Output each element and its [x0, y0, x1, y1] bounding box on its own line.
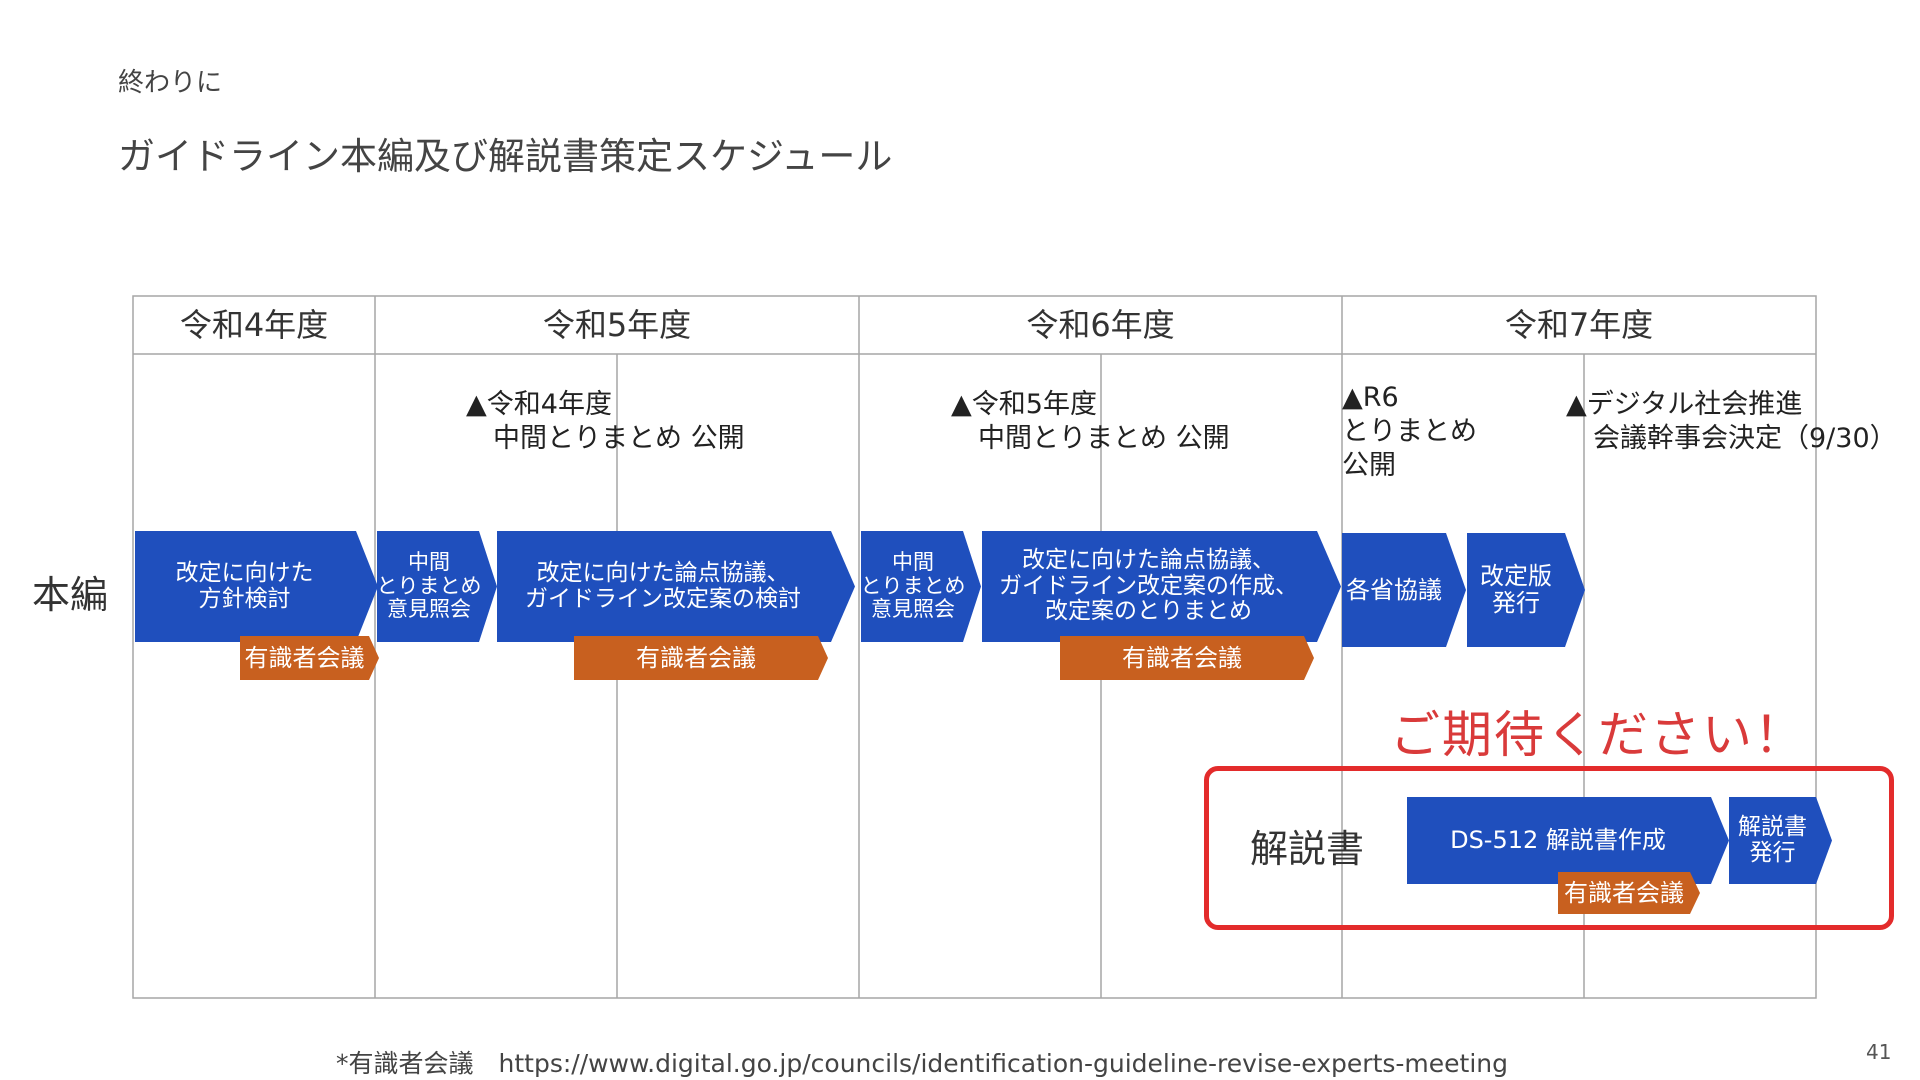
section-label: 終わりに [118, 68, 223, 98]
task-commentary-release: 解説書発行 [1729, 797, 1832, 884]
year-header-r6: 令和6年度 [1026, 306, 1175, 344]
slide-title: ガイドライン本編及び解説書策定スケジュール [118, 135, 893, 178]
year-header-r5: 令和5年度 [542, 306, 692, 344]
row-label-kaisetsu: 解説書 [1250, 827, 1365, 871]
experts-meeting-bar-r5: 有識者会議 [574, 636, 828, 680]
task-policy-review: 改定に向けた方針検討 [135, 531, 378, 642]
task-issues-discussion-r5: 改定に向けた論点協議、ガイドライン改定案の検討 [497, 531, 855, 642]
grid-frame [132, 295, 1817, 999]
milestone-digital-council: ▲デジタル社会推進 会議幹事会決定（9/30） [1566, 389, 1897, 454]
milestone-r4-interim: ▲令和4年度 中間とりまとめ 公開 [466, 389, 745, 454]
milestone-r6-summary: ▲R6 とりまとめ 公開 [1342, 382, 1477, 481]
experts-meeting-bar-r6: 有識者会議 [1060, 636, 1314, 680]
commentary-highlight-box [1204, 766, 1894, 930]
task-interim-consultation-r6: 中間とりまとめ意見照会 [861, 531, 981, 642]
task-ministry-consultation: 各省協議 [1342, 533, 1466, 647]
task-revised-edition-release: 改定版発行 [1467, 533, 1585, 647]
experts-meeting-bar-r4: 有識者会議 [240, 636, 379, 680]
row-label-honpen: 本編 [32, 573, 109, 617]
year-header-r4: 令和4年度 [179, 306, 329, 344]
page-number: 41 [1866, 1040, 1892, 1064]
milestone-r5-interim: ▲令和5年度 中間とりまとめ 公開 [951, 389, 1230, 454]
footnote-experts-meeting-url: *有識者会議 https://www.digital.go.jp/council… [336, 1049, 1508, 1078]
year-header-r7: 令和7年度 [1504, 306, 1654, 344]
task-ds512-commentary: DS-512 解説書作成 [1407, 797, 1729, 884]
experts-meeting-bar-r7: 有識者会議 [1558, 872, 1700, 914]
callout-text: ご期待ください！ [1390, 706, 1806, 764]
task-draft-revision-r6: 改定に向けた論点協議、ガイドライン改定案の作成、改定案のとりまとめ [982, 531, 1341, 642]
task-interim-consultation-r5: 中間とりまとめ意見照会 [377, 531, 497, 642]
